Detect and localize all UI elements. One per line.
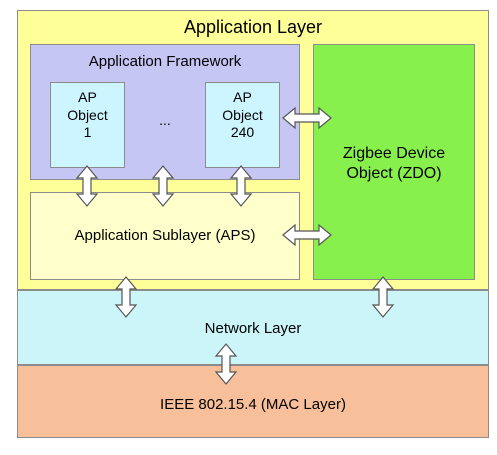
network-layer	[17, 290, 489, 365]
ap-object-240-label: AP Object 240	[205, 89, 280, 142]
network-layer-label: Network Layer	[204, 320, 302, 337]
ap-object-1-label: AP Object 1	[50, 89, 125, 142]
ap-object-1-line1: AP	[78, 89, 97, 105]
zdo-line2: Object (ZDO)	[346, 165, 442, 182]
mac-layer-label: IEEE 802.15.4 (MAC Layer)	[160, 396, 346, 413]
zdo-label: Zigbee Device Object (ZDO)	[313, 144, 475, 184]
ap-object-1-line3: 1	[83, 124, 92, 140]
ap-object-1-line2: Object	[67, 106, 108, 123]
ap-object-240-line1: AP	[233, 89, 252, 105]
arrow-ap1-aps	[76, 165, 98, 207]
ap-object-1	[50, 82, 125, 168]
ap-object-240-line2: Object	[222, 106, 263, 123]
arrow-network-mac	[215, 343, 237, 385]
application-layer-title: Application Layer	[183, 17, 323, 37]
ap-objects-ellipsis: ...	[159, 112, 171, 128]
arrow-framework-aps	[152, 165, 174, 207]
arrow-ap240-zdo	[282, 107, 332, 129]
zdo-line1: Zigbee Device	[342, 145, 446, 162]
arrow-zdo-network	[372, 276, 394, 318]
ap-object-240	[205, 82, 280, 168]
aps-box	[30, 192, 300, 280]
aps-label: Application Sublayer (APS)	[74, 227, 256, 244]
arrow-ap240-aps	[230, 165, 252, 207]
zdo-box	[313, 44, 475, 280]
application-framework-title: Application Framework	[88, 53, 242, 70]
arrow-aps-zdo	[282, 224, 332, 246]
ap-object-240-line3: 240	[230, 124, 255, 140]
arrow-aps-network	[115, 276, 137, 318]
mac-layer	[17, 365, 489, 438]
